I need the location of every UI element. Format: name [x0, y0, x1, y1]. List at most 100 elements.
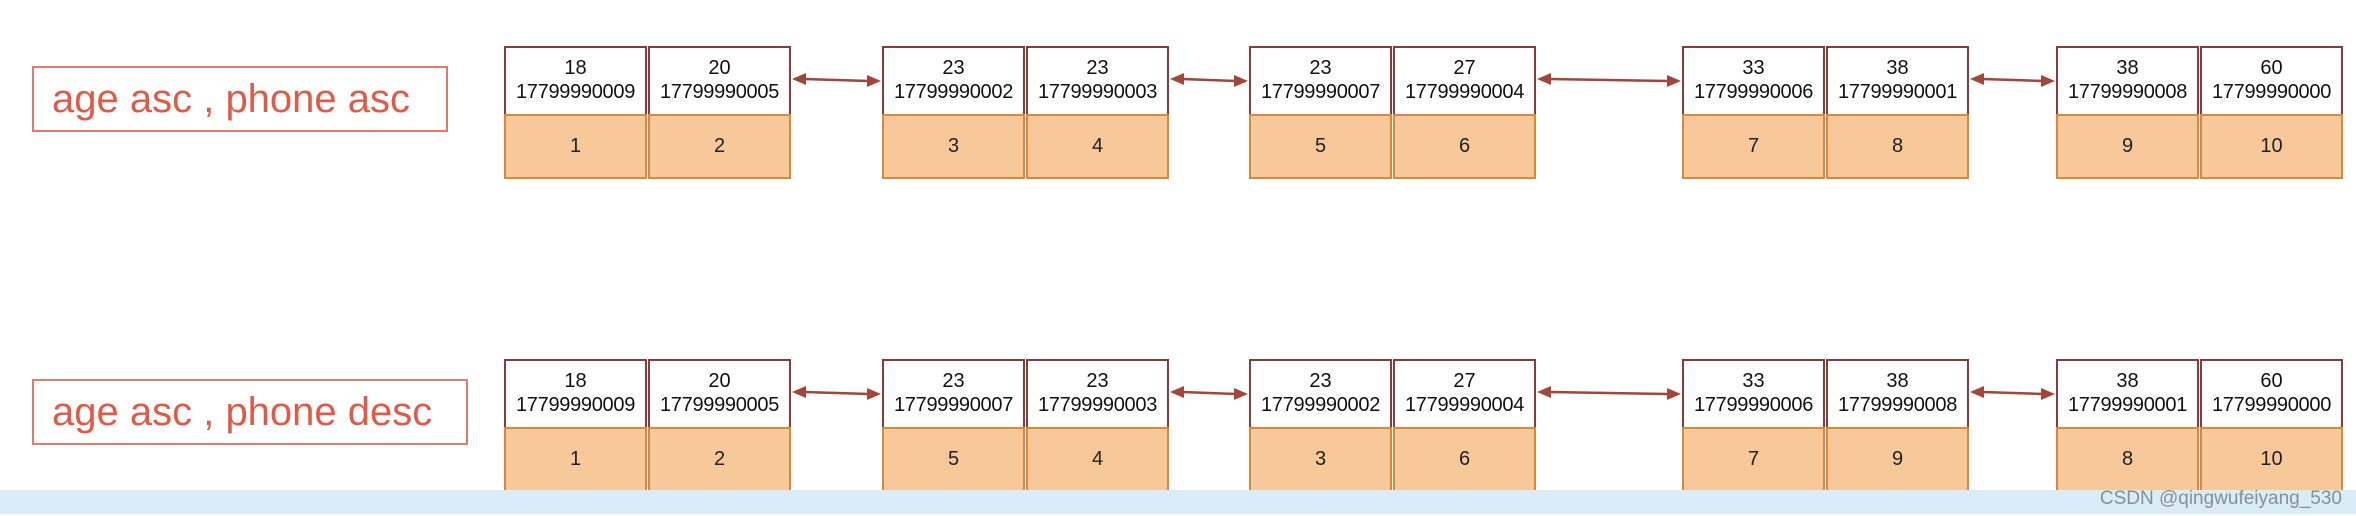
leaf-node: 23 17799990002 3 23 17799990003 4	[882, 46, 1169, 179]
phone-value: 17799990005	[659, 81, 780, 103]
key-cell: 23 17799990002	[882, 46, 1025, 114]
key-cell: 60 17799990000	[2200, 359, 2343, 427]
key-cell: 38 17799990001	[1826, 46, 1969, 114]
key-cell: 33 17799990006	[1682, 46, 1825, 114]
key-cell: 23 17799990003	[1026, 46, 1169, 114]
leaf-node: 23 17799990007 5 27 17799990004 6	[1249, 46, 1536, 179]
index-entry: 18 17799990009 1	[504, 359, 647, 492]
id-cell: 3	[882, 114, 1025, 179]
phone-value: 17799990007	[893, 394, 1014, 416]
index-entry: 27 17799990004 6	[1393, 359, 1536, 492]
arrowhead-right	[1667, 388, 1681, 400]
id-cell: 8	[2056, 427, 2199, 492]
arrowhead-left	[1537, 386, 1551, 398]
arrowhead-right	[2041, 388, 2055, 400]
age-value: 38	[2116, 370, 2139, 392]
age-value: 18	[564, 57, 587, 79]
id-cell: 5	[882, 427, 1025, 492]
arrowhead-left	[792, 386, 806, 398]
index-entry: 20 17799990005 2	[648, 46, 791, 179]
key-cell: 18 17799990009	[504, 46, 647, 114]
phone-value: 17799990003	[1037, 81, 1158, 103]
id-cell: 10	[2200, 427, 2343, 492]
age-value: 23	[942, 370, 965, 392]
key-cell: 23 17799990003	[1026, 359, 1169, 427]
id-cell: 6	[1393, 114, 1536, 179]
age-value: 38	[2116, 57, 2139, 79]
phone-value: 17799990004	[1404, 81, 1525, 103]
id-cell: 4	[1026, 427, 1169, 492]
leaf-node: 18 17799990009 1 20 17799990005 2	[504, 359, 791, 492]
phone-value: 17799990000	[2211, 394, 2332, 416]
watermark-text: CSDN @qingwufeiyang_530	[2099, 488, 2342, 509]
index-entry: 60 17799990000 10	[2200, 46, 2343, 179]
row-label: age asc , phone asc	[32, 66, 448, 132]
key-cell: 38 17799990008	[1826, 359, 1969, 427]
bidirectional-link	[1170, 386, 1248, 400]
leaf-node: 33 17799990006 7 38 17799990001 8	[1682, 46, 1969, 179]
arrowhead-left	[1537, 73, 1551, 85]
key-cell: 20 17799990005	[648, 46, 791, 114]
id-cell: 9	[2056, 114, 2199, 179]
arrowhead-right	[1667, 75, 1681, 87]
id-cell: 7	[1682, 427, 1825, 492]
row-label: age asc , phone desc	[32, 379, 468, 445]
index-row-asc-desc: age asc , phone desc 18 17799990009 1 20…	[0, 356, 2356, 516]
index-entry: 38 17799990008 9	[2056, 46, 2199, 179]
phone-value: 17799990003	[1037, 394, 1158, 416]
age-value: 23	[1086, 57, 1109, 79]
key-cell: 20 17799990005	[648, 359, 791, 427]
index-entry: 23 17799990007 5	[1249, 46, 1392, 179]
link-line	[803, 390, 870, 396]
id-cell: 5	[1249, 114, 1392, 179]
index-entry: 33 17799990006 7	[1682, 46, 1825, 179]
key-cell: 23 17799990007	[1249, 46, 1392, 114]
index-entry: 23 17799990003 4	[1026, 46, 1169, 179]
arrowhead-left	[1970, 73, 1984, 85]
bidirectional-link	[792, 73, 881, 87]
phone-value: 17799990006	[1693, 81, 1814, 103]
age-value: 20	[708, 57, 731, 79]
arrowhead-right	[867, 75, 881, 87]
phone-value: 17799990006	[1693, 394, 1814, 416]
age-value: 23	[942, 57, 965, 79]
phone-value: 17799990009	[515, 394, 636, 416]
link-line	[1981, 77, 2044, 83]
id-cell: 10	[2200, 114, 2343, 179]
phone-value: 17799990007	[1260, 81, 1381, 103]
id-cell: 8	[1826, 114, 1969, 179]
phone-value: 17799990000	[2211, 81, 2332, 103]
phone-value: 17799990008	[1837, 394, 1958, 416]
arrowhead-left	[1170, 73, 1184, 85]
phone-value: 17799990004	[1404, 394, 1525, 416]
leaf-links	[792, 73, 2055, 87]
phone-value: 17799990001	[2067, 394, 2188, 416]
id-cell: 9	[1826, 427, 1969, 492]
id-cell: 1	[504, 427, 647, 492]
key-cell: 38 17799990008	[2056, 46, 2199, 114]
leaf-node: 23 17799990002 3 27 17799990004 6	[1249, 359, 1536, 492]
bidirectional-link	[1170, 73, 1248, 87]
age-value: 20	[708, 370, 731, 392]
index-entry: 20 17799990005 2	[648, 359, 791, 492]
index-entry: 18 17799990009 1	[504, 46, 647, 179]
arrowhead-right	[1234, 388, 1248, 400]
key-cell: 60 17799990000	[2200, 46, 2343, 114]
bidirectional-link	[1970, 73, 2055, 87]
index-entry: 23 17799990007 5	[882, 359, 1025, 492]
age-value: 33	[1742, 370, 1765, 392]
phone-value: 17799990009	[515, 81, 636, 103]
age-value: 23	[1086, 370, 1109, 392]
age-value: 60	[2260, 370, 2283, 392]
link-line	[1181, 77, 1237, 83]
index-entry: 38 17799990001 8	[1826, 46, 1969, 179]
arrowhead-left	[792, 73, 806, 85]
age-value: 60	[2260, 57, 2283, 79]
bidirectional-link	[1970, 386, 2055, 400]
id-cell: 4	[1026, 114, 1169, 179]
age-value: 27	[1453, 370, 1476, 392]
phone-value: 17799990008	[2067, 81, 2188, 103]
key-cell: 18 17799990009	[504, 359, 647, 427]
leaf-node: 33 17799990006 7 38 17799990008 9	[1682, 359, 1969, 492]
age-value: 38	[1886, 370, 1909, 392]
